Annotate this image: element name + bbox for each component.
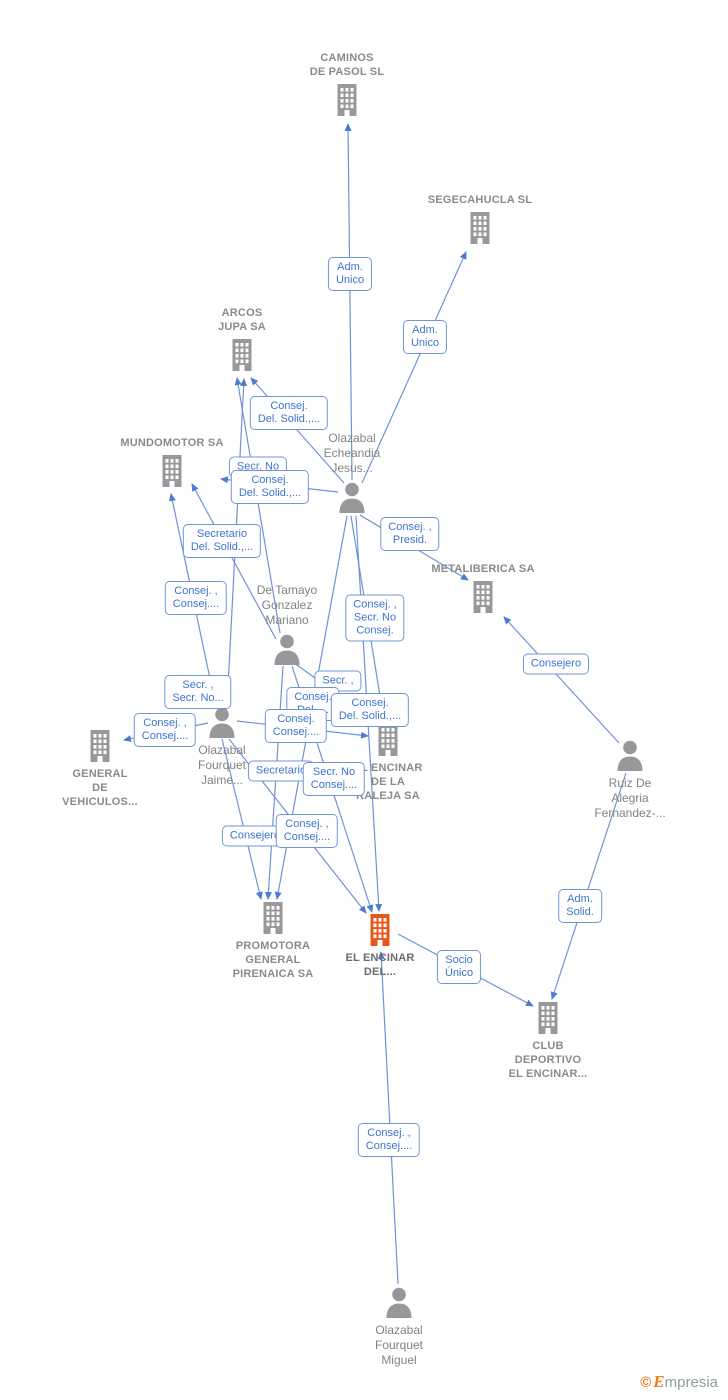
edge-de-tamayo-gonzalez-mariano-to-mundomotor-sa <box>191 483 277 640</box>
company-building-icon <box>263 902 283 934</box>
edge-olazabal-fourquet-jaime-to-el-encinar-de-la-raleja-sa <box>236 720 369 739</box>
person-icon <box>274 634 300 665</box>
company-label: MUNDOMOTOR SA <box>120 437 224 449</box>
company-building-icon <box>162 455 182 487</box>
company-building-icon <box>538 1002 558 1034</box>
company-label: METALIBERICA SA <box>431 563 535 575</box>
edge-de-tamayo-gonzalez-mariano-to-arcos-jupa-sa <box>234 377 281 634</box>
edge-de-tamayo-gonzalez-mariano-to-promotora-general-pirenaica-sa <box>264 665 284 900</box>
company-building-icon <box>232 339 252 371</box>
edge-ruiz-de-alegria-fernandez-to-metaliberica-sa <box>503 616 620 744</box>
edge-olazabal-fourquet-jaime-to-mundomotor-sa <box>169 493 217 708</box>
edge-olazabal-fourquet-jaime-to-promotora-general-pirenaica-sa <box>221 738 263 900</box>
edge-olazabal-echeandia-jesus-to-promotora-general-pirenaica-sa <box>274 515 348 900</box>
company-building-icon <box>337 84 357 116</box>
company-building-icon <box>90 730 110 762</box>
watermark: ©Empresia <box>640 1372 718 1392</box>
edge-olazabal-echeandia-jesus-to-segecahucla-sl <box>361 251 467 484</box>
company-building-icon <box>473 581 493 613</box>
company-building-icon <box>378 724 398 756</box>
company-label: SEGECAHUCLA SL <box>427 194 533 206</box>
edge-ruiz-de-alegria-fernandez-to-club-deportivo-el-encinar <box>550 772 627 1000</box>
person-icon <box>386 1287 412 1318</box>
edge-olazabal-echeandia-jesus-to-arcos-jupa-sa <box>250 377 345 484</box>
company-building-icon <box>470 212 490 244</box>
copyright-icon: © <box>640 1374 652 1391</box>
edge-olazabal-fourquet-jaime-to-general-de-vehiculos <box>123 722 209 743</box>
edge-olazabal-echeandia-jesus-to-el-encinar-de-la-raleja-sa <box>350 515 387 722</box>
person-icon <box>209 707 235 738</box>
company-building-icon <box>370 914 390 946</box>
edge-olazabal-echeandia-jesus-to-el-encinar-del <box>355 515 383 912</box>
edge-olazabal-echeandia-jesus-to-caminos-de-pasol-sl <box>344 123 353 481</box>
edge-el-encinar-del-to-club-deportivo-el-encinar <box>397 933 534 1007</box>
edge-olazabal-fourquet-jaime-to-arcos-jupa-sa <box>226 378 248 707</box>
person-icon <box>617 740 643 771</box>
edge-olazabal-fourquet-jaime-to-el-encinar-del <box>228 738 367 914</box>
person-icon <box>339 482 365 513</box>
brand-name: mpresia <box>664 1374 718 1391</box>
brand-initial: E <box>653 1372 665 1391</box>
edge-olazabal-fourquet-miguel-to-el-encinar-del <box>377 951 399 1285</box>
